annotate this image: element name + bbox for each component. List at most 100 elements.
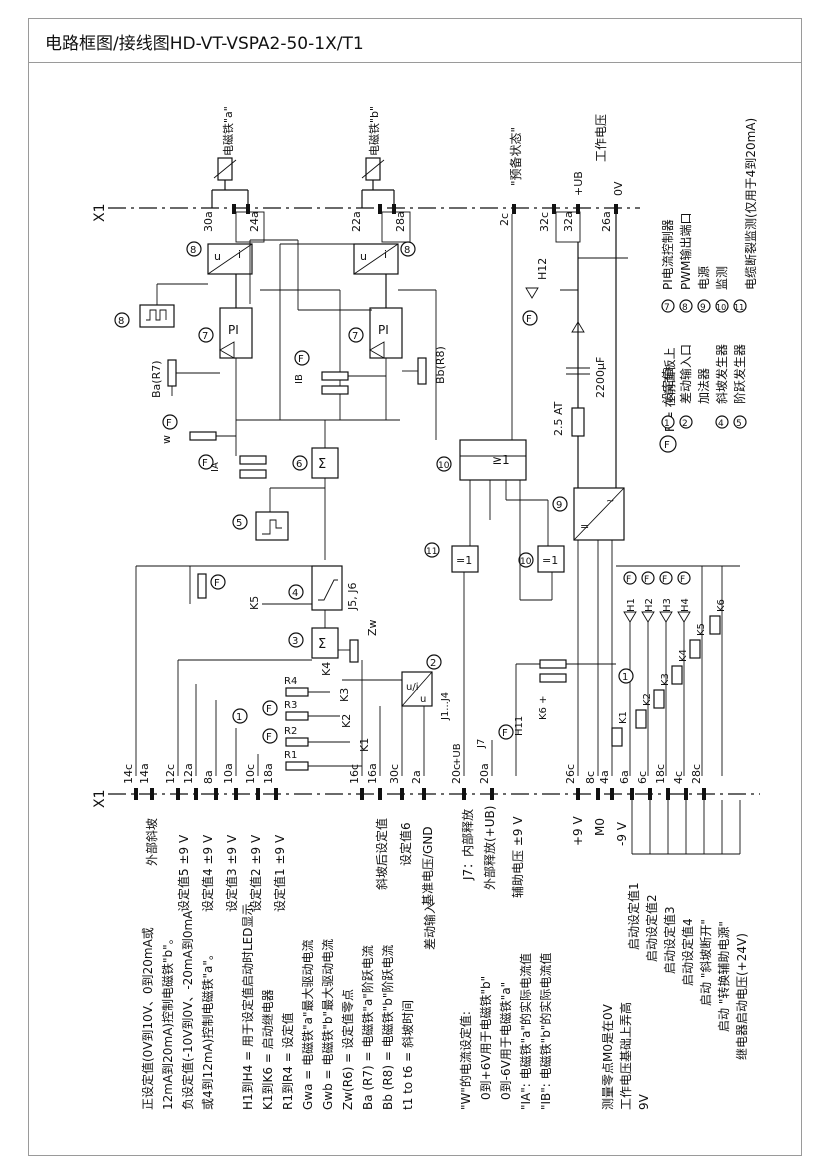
svg-text:斜坡发生器: 斜坡发生器 <box>714 344 729 404</box>
svg-text:PWM输出端口: PWM输出端口 <box>678 213 693 290</box>
pwm-output-b: u i <box>353 243 399 275</box>
svg-text:8: 8 <box>118 316 124 327</box>
svg-text:F: F <box>298 354 304 365</box>
svg-text:J5, J6: J5, J6 <box>346 583 359 611</box>
svg-text:w: w <box>160 435 173 444</box>
notes: 正设定值(0V到10V、0到20mA或 12mA到20mA)控制电磁铁"b"。 … <box>140 903 651 1110</box>
magnet-a-label: 电磁铁"a" <box>222 106 235 156</box>
svg-text:Gwb = 电磁铁"b"最大驱动电流: Gwb = 电磁铁"b"最大驱动电流 <box>320 939 335 1110</box>
svg-text:PI电流控制器: PI电流控制器 <box>661 219 675 290</box>
adder-3: Σ <box>311 627 339 659</box>
svg-text:PI: PI <box>378 323 389 337</box>
pin-24a: 24a <box>248 211 261 232</box>
svg-text:11: 11 <box>426 547 437 557</box>
bottom-pin-4c <box>684 788 688 800</box>
monitor-or: ≥1 <box>459 439 527 481</box>
svg-text:9: 9 <box>556 500 562 511</box>
pin-28a: 28a <box>394 211 407 232</box>
svg-text:10: 10 <box>520 557 532 567</box>
pin-2c: 2c <box>498 213 511 226</box>
svg-text:9: 9 <box>700 303 706 313</box>
svg-text:基准电压/GND: 基准电压/GND <box>421 826 435 906</box>
pin-22a: 22a <box>350 211 363 232</box>
svg-text:=1: =1 <box>456 554 472 567</box>
bottom-pin-6c <box>648 788 652 800</box>
svg-text:电源: 电源 <box>697 266 711 290</box>
terminal-labels: 外部斜坡 设定值5 ±9 V 设定值4 ±9 V 设定值3 ±9 V 设定值2 … <box>144 806 629 950</box>
bottom-pin-label-16a: 16a <box>366 763 379 784</box>
bottom-pin-label-10c: 10c <box>244 764 257 784</box>
svg-text:设定值4 ±9 V: 设定值4 ±9 V <box>200 834 215 912</box>
bottom-pin-20a <box>490 788 494 800</box>
svg-text:负设定值(-10V到0V、-20mA到0mA: 负设定值(-10V到0V、-20mA到0mA <box>180 910 195 1110</box>
svg-text:11: 11 <box>734 303 744 312</box>
svg-text:H2: H2 <box>644 598 655 612</box>
svg-text:F: F <box>662 575 667 585</box>
svg-text:i: i <box>384 248 387 261</box>
svg-text:启动 "转换辅助电源": 启动 "转换辅助电源" <box>716 921 731 1032</box>
svg-text:K6 +: K6 + <box>538 696 549 720</box>
svg-text:12mA到20mA)控制电磁铁"b"。: 12mA到20mA)控制电磁铁"b"。 <box>160 932 175 1110</box>
svg-text:u/i: u/i <box>406 682 419 693</box>
svg-text:"IA": 电磁铁"a"的实际电流值: "IA": 电磁铁"a"的实际电流值 <box>518 953 533 1110</box>
adder-6: Σ <box>311 447 339 479</box>
svg-text:F: F <box>664 440 670 451</box>
bb-pot: Bb(R8) <box>402 346 447 385</box>
svg-text:-9 V: -9 V <box>615 821 629 846</box>
svg-text:K6: K6 <box>716 599 727 612</box>
svg-text:0到-6V用于电磁铁"a": 0到-6V用于电磁铁"a" <box>498 982 513 1100</box>
svg-text:K4: K4 <box>678 649 689 662</box>
svg-text:差动输入: 差动输入 <box>422 902 437 950</box>
legend-item-11: 电缆断裂监测(仅用于4到20mA) <box>743 118 758 290</box>
bottom-pin-label-12c: 12c <box>164 764 177 784</box>
svg-text:8: 8 <box>682 303 688 313</box>
svg-text:R2: R2 <box>284 726 297 737</box>
svg-text:正设定值(0V到10V、0到20mA或: 正设定值(0V到10V、0到20mA或 <box>140 927 155 1110</box>
svg-text:F: F <box>644 575 649 585</box>
bottom-pin-10c <box>256 788 260 800</box>
pin-30a: 30a <box>202 211 215 232</box>
svg-text:Ba(R7): Ba(R7) <box>150 360 163 398</box>
bottom-pin-label-8a: 8a <box>202 770 215 784</box>
svg-text:K4: K4 <box>320 662 333 676</box>
svg-text:Σ: Σ <box>318 637 326 652</box>
pwm-output-a: u i <box>207 243 253 275</box>
svg-text:J1...J4: J1...J4 <box>440 692 451 721</box>
svg-text:t1 to t6 = 斜坡时间: t1 to t6 = 斜坡时间 <box>401 1000 415 1110</box>
bottom-pin-26c <box>576 788 580 800</box>
power-supply-9: = ~ <box>573 487 625 541</box>
bottom-pin-label-14a: 14a <box>138 763 151 784</box>
svg-text:8: 8 <box>404 245 410 256</box>
svg-text:R3: R3 <box>284 700 297 711</box>
svg-text:K1: K1 <box>358 738 371 752</box>
pin-32a: 32a <box>562 211 575 232</box>
bottom-pin-label-12a: 12a <box>182 763 195 784</box>
legend: F F = 在前面板上 设定值 差动输入口 加法器 斜坡发生器 阶跃发生器 PI… <box>659 213 747 453</box>
bottom-pin-10a <box>234 788 238 800</box>
svg-text:工作电压基础上弄高: 工作电压基础上弄高 <box>618 1002 633 1110</box>
svg-text:1: 1 <box>664 419 670 429</box>
svg-text:J7：内部释放: J7：内部释放 <box>460 809 475 881</box>
svg-text:辅助电压 ±9 V: 辅助电压 ±9 V <box>511 816 525 898</box>
bottom-pin-label-18c: 18c <box>654 764 667 784</box>
diff-input-2: u/i u <box>401 671 433 707</box>
svg-text:"IB": 电磁铁"b"的实际电流值: "IB": 电磁铁"b"的实际电流值 <box>538 953 553 1110</box>
svg-text:F: F <box>680 575 685 585</box>
bottom-pin-label-20c: 20c <box>450 764 463 784</box>
svg-text:继电器启动电压(+24V): 继电器启动电压(+24V) <box>735 933 749 1060</box>
svg-text:1: 1 <box>622 672 628 683</box>
svg-text:Gwa = 电磁铁"a"最大驱动电流: Gwa = 电磁铁"a"最大驱动电流 <box>300 939 315 1110</box>
svg-text:F: F <box>626 575 631 585</box>
svg-text:Zw(R6) = 设定值零点: Zw(R6) = 设定值零点 <box>340 989 355 1110</box>
x1-top-label: X1 <box>92 204 108 223</box>
svg-text:5: 5 <box>736 419 742 429</box>
svg-text:斜坡后设定值: 斜坡后设定值 <box>374 818 389 890</box>
svg-text:=: = <box>580 520 589 533</box>
svg-text:F: F <box>214 578 220 589</box>
svg-text:"W"的电流设定值:: "W"的电流设定值: <box>458 1011 473 1110</box>
bottom-pin-14a <box>150 788 154 800</box>
magnet-b-label: 电磁铁"b" <box>368 106 381 156</box>
bottom-pin-14c <box>134 788 138 800</box>
svg-text:监测: 监测 <box>715 266 729 290</box>
